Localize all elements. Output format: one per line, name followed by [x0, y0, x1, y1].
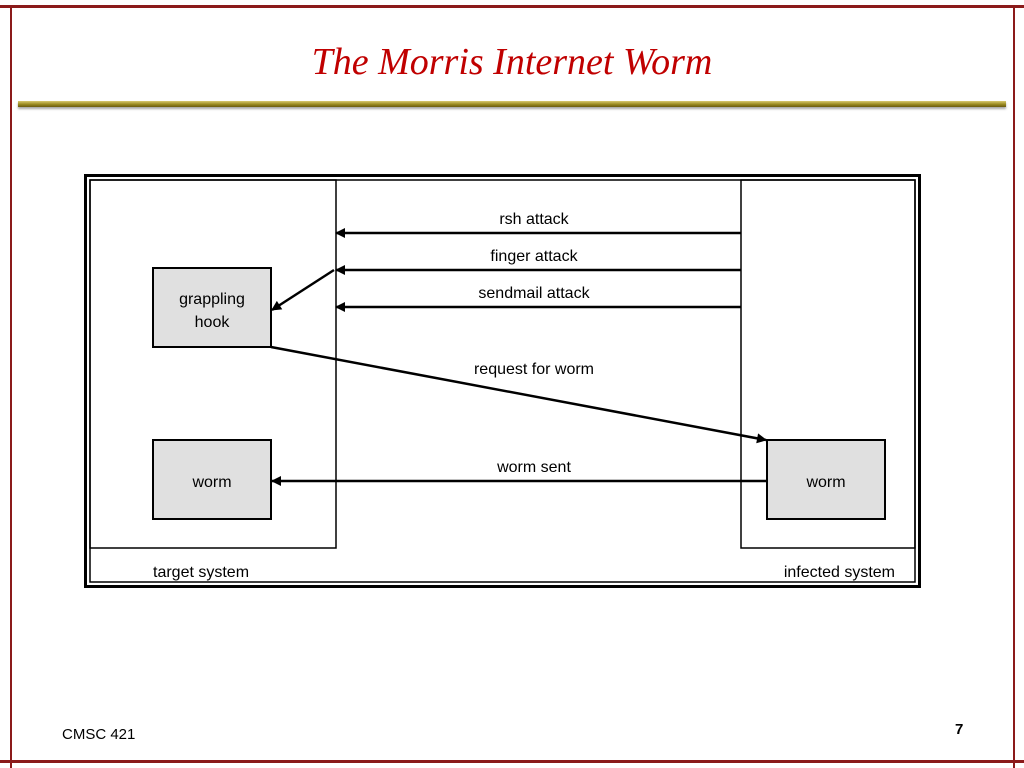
- grappling-hook-box: [152, 267, 272, 348]
- title-rule: [18, 101, 1006, 107]
- infected-system-panel: [740, 179, 916, 549]
- frame-left-line: [10, 5, 12, 768]
- request-for-worm-label: request for worm: [474, 361, 594, 378]
- diagram-outer-frame: [84, 174, 921, 588]
- sendmail-attack-label: sendmail attack: [478, 285, 590, 302]
- frame-bottom-line: [0, 760, 1024, 763]
- infected-system-label: infected system: [784, 564, 895, 581]
- footer-course: CMSC 421: [62, 726, 136, 743]
- finger-attack-label: finger attack: [490, 248, 578, 265]
- grappling-hook-label-line2: hook: [195, 314, 231, 331]
- frame-right-line: [1013, 5, 1015, 768]
- request-for-worm-arrow: [270, 345, 767, 444]
- target-system-panel: [89, 179, 337, 549]
- page-number: 7: [955, 721, 964, 738]
- slide-title: The Morris Internet Worm: [311, 41, 713, 83]
- finger-to-hook-arrow: [271, 268, 335, 312]
- worm-sent-label: worm sent: [496, 459, 571, 476]
- worm-diagram: grappling hook worm worm rsh attack fing…: [84, 174, 921, 593]
- grappling-hook-label-line1: grappling: [179, 291, 245, 308]
- target-worm-label: worm: [191, 474, 231, 491]
- rsh-attack-label: rsh attack: [499, 211, 569, 228]
- target-worm-box: [152, 439, 272, 520]
- target-system-label: target system: [153, 564, 249, 581]
- infected-worm-box: [766, 439, 886, 520]
- infected-worm-label: worm: [805, 474, 845, 491]
- frame-top-line: [0, 5, 1024, 8]
